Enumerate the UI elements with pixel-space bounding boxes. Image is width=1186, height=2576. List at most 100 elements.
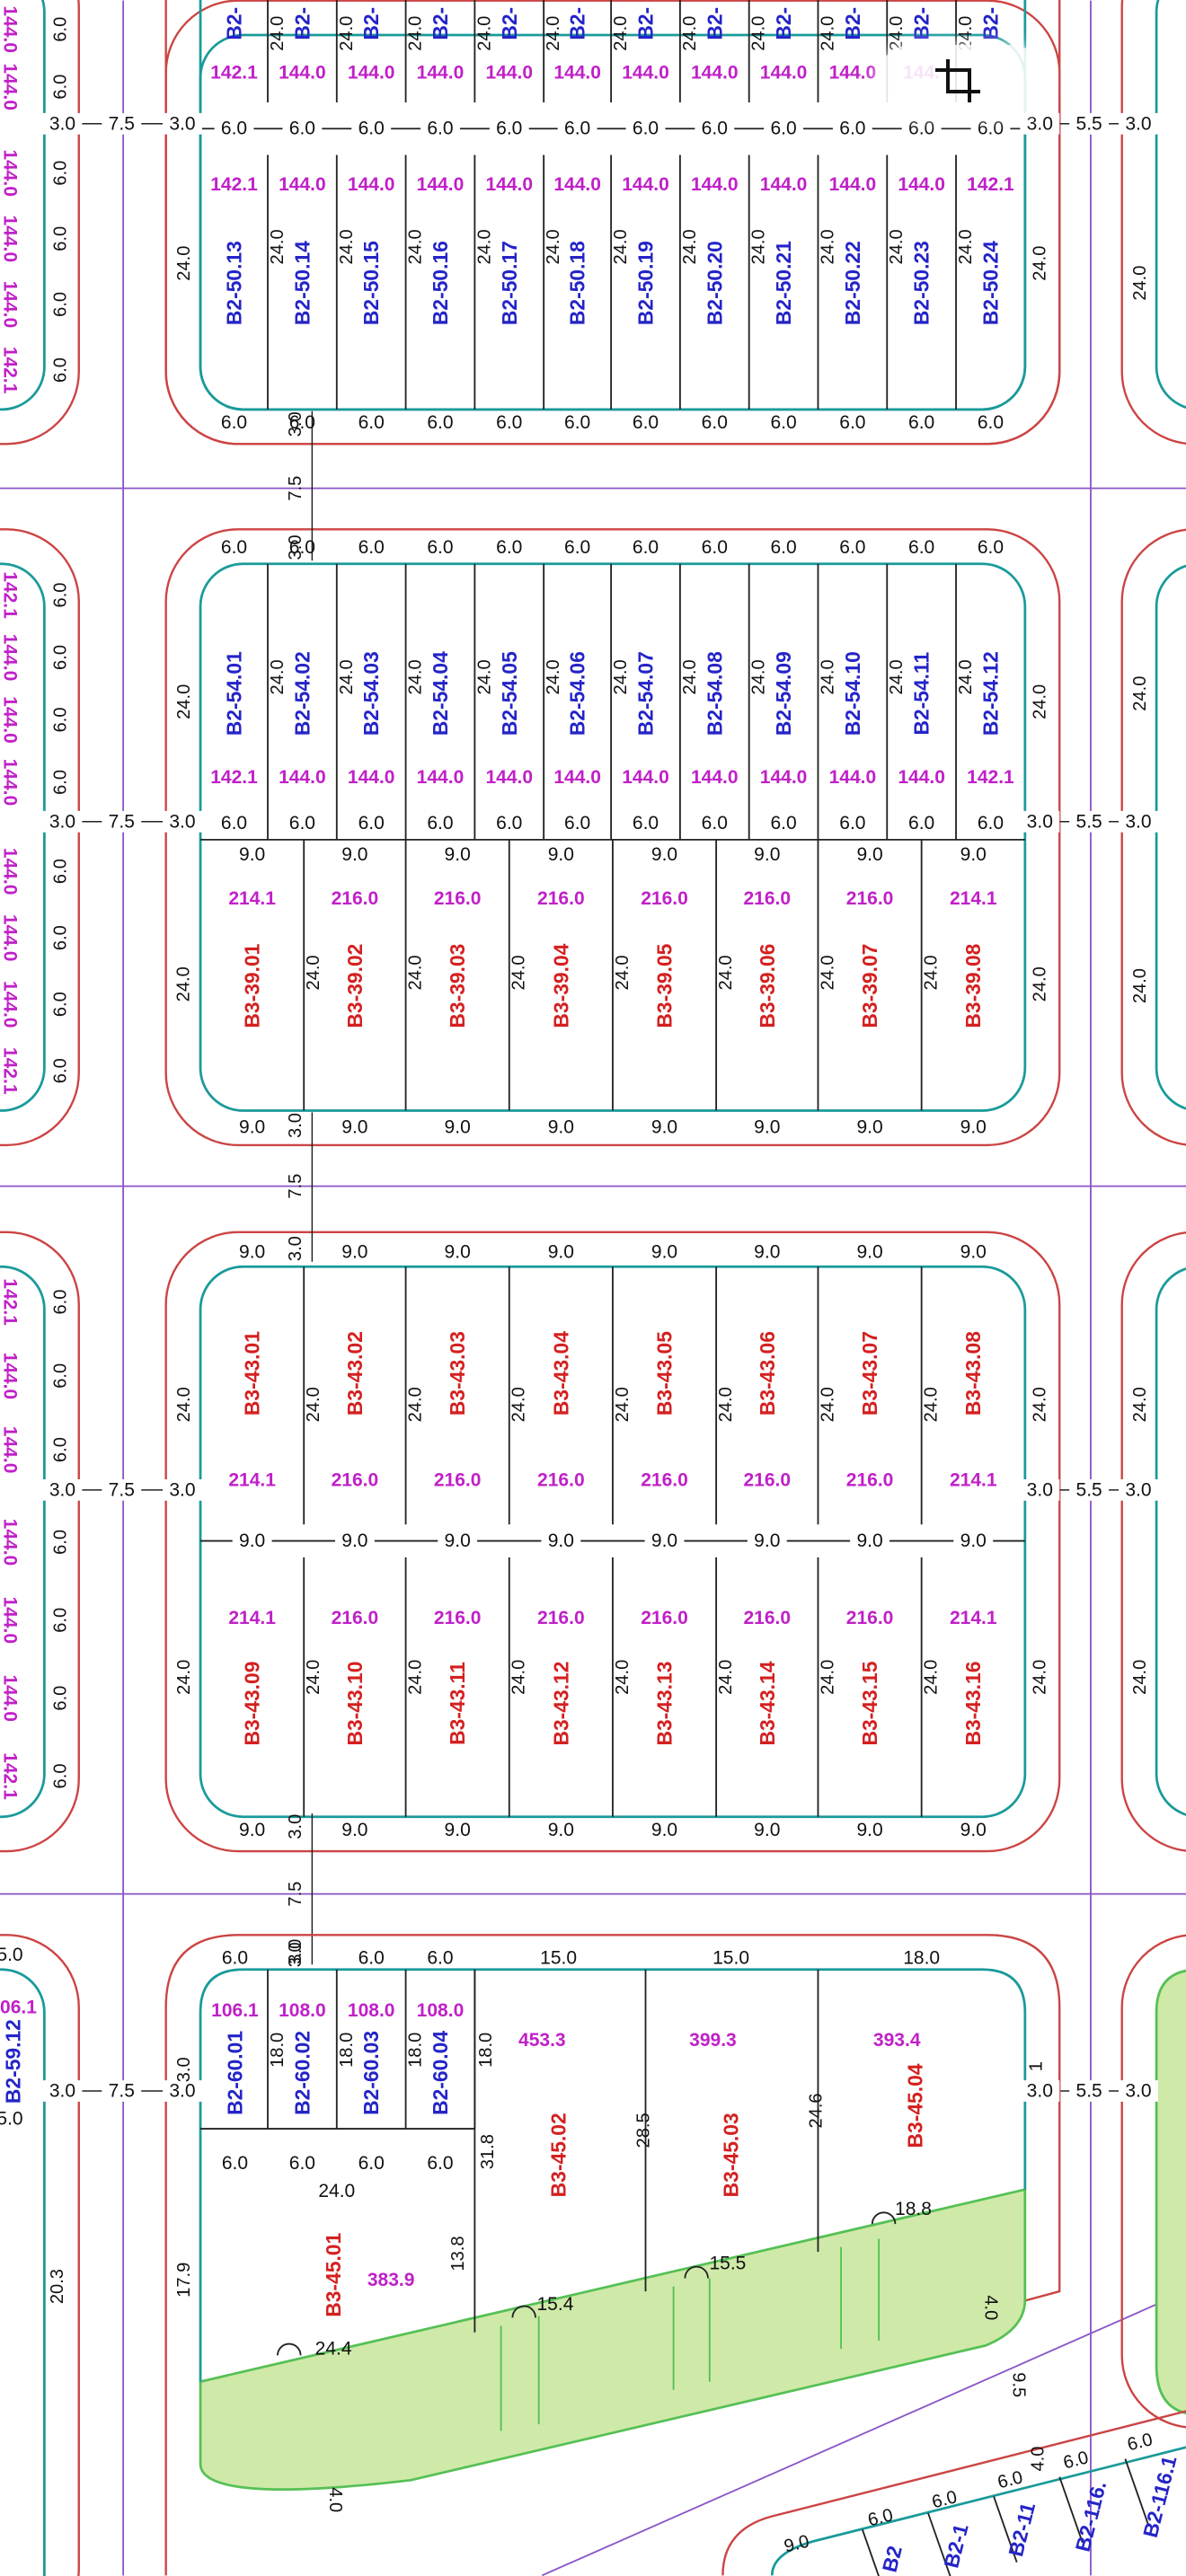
dimension: 9.0 [651,1531,677,1551]
dimension: 6.0 [633,813,659,834]
dimension: 9.0 [239,1531,265,1551]
dimension: 6.0 [564,412,590,433]
dimension: 6.0 [427,412,453,433]
dimension: 24.0 [887,659,907,694]
plot-area: 216.0 [641,1469,688,1490]
plot-code: B2-54.03 [359,651,383,736]
side-area: 144.0 [0,1519,20,1566]
dimension: 9.0 [341,1531,367,1551]
label-bg [764,118,804,140]
plot-area: 144.0 [898,767,945,788]
dimension: 7.5 [109,2081,135,2102]
plot-code: B2-60.01 [223,2031,246,2115]
plot-area: 216.0 [846,1469,894,1490]
dimension: 24.0 [268,229,288,264]
curb-outline [164,528,1061,1147]
dimension: 6.0 [427,813,453,834]
dimension: 3.0 [286,534,305,560]
dimension: 9.0 [341,844,367,865]
label-bg [850,1530,890,1552]
dimension: 9.0 [651,1820,677,1840]
dimension: 6.0 [289,2153,315,2174]
dimension: 7.5 [109,1479,135,1500]
label-bg [541,1530,581,1552]
label-bg [970,118,1011,140]
dimension: 6.0 [633,412,659,433]
dimension: 24.0 [268,16,288,51]
dimension: 6.0 [930,2487,959,2512]
dimension: 6.0 [427,537,453,558]
dimension: 18.8 [895,2199,932,2219]
dimension: 6.0 [358,412,385,433]
plot-code: B3-43.01 [241,1331,264,1416]
dimension: 9.0 [548,1116,574,1137]
plot-area: 142.1 [210,174,258,195]
dimension: 3.0 [49,811,75,832]
dimension: 9.0 [856,1241,882,1262]
plot-code: B3-43.15 [858,1661,881,1745]
side-area: 142.1 [0,1278,20,1326]
dimension: 5.0 [0,1945,23,1965]
dimension: 24.0 [474,659,494,694]
side-area: 144.0 [0,1426,20,1474]
dimension: 6.0 [222,2153,248,2174]
dimension: 9.0 [651,1241,677,1262]
dimension: 9.0 [754,1241,780,1262]
crop-button[interactable] [876,45,1047,117]
dimension: 17.9 [174,2263,194,2298]
plot-area: 142.1 [967,174,1014,195]
dimension: 6.0 [496,412,522,433]
side-curb-outline [1120,0,1186,445]
dimension: 24.0 [337,16,357,51]
dimension: 5.0 [0,2109,23,2130]
dimension: 6.0 [770,537,796,558]
road-centerline-diagonal [541,2290,1186,2576]
dimension: 28.5 [634,2113,654,2148]
dimension: 6.0 [702,412,728,433]
side-curb-outline [1120,1231,1186,1852]
plot-code: B2-11 [1004,2500,1040,2559]
angle-arc [684,2265,709,2279]
plot-code: B2-50.15 [359,241,383,325]
dimension: 6.0 [1061,2448,1090,2473]
dimension: 6.0 [358,813,385,834]
dimension: 24.0 [174,684,194,719]
dimension: 24.0 [956,229,976,264]
side-curb-outline [0,1934,80,2576]
dimension: 24.0 [818,955,837,990]
plot-area: 144.0 [691,174,739,195]
dimension: 24.0 [174,966,194,1001]
crop-icon [935,59,980,102]
dimension: 6.0 [496,119,522,139]
side-block-edge [0,1265,46,1819]
dimension: 3.0 [1027,1479,1053,1500]
plot-code: B3-43.11 [446,1662,469,1745]
side-block-edge [1155,564,1186,1110]
annotations: B2-B2-50.13142.1142.16.06.0B2-B2-50.1414… [0,5,1182,2574]
dimension: 24.0 [406,659,426,694]
dimension: 6.0 [51,1058,71,1083]
label-bg [557,118,597,140]
label-bg [162,112,202,135]
dimension: 9.0 [548,1531,574,1551]
side-area: 144.0 [0,914,20,962]
plot-code: B2-116. [1071,2479,1111,2554]
side-area: 144.0 [0,981,20,1028]
plot-code: B2- [772,7,795,40]
dimension: 20.3 [48,2269,67,2304]
plot-code: B2-54.11 [910,652,934,736]
dimension: 3.0 [286,1814,305,1839]
label-bg [747,1530,787,1552]
dimension: 15.0 [712,1947,749,1968]
plot-code: B3-45.03 [720,2113,743,2197]
dimension: 6.0 [1126,2430,1155,2455]
dimension: 3.0 [1027,2081,1053,2102]
plot-area: 144.0 [829,63,877,84]
dimension: 24.0 [544,229,563,264]
dimension: 6.0 [908,119,934,139]
side-area: 142.1 [0,1752,20,1800]
plot-area: 144.0 [553,174,601,195]
label-bg [1069,810,1110,833]
plot-area: 453.3 [518,2030,566,2051]
label-bg [1119,810,1158,833]
